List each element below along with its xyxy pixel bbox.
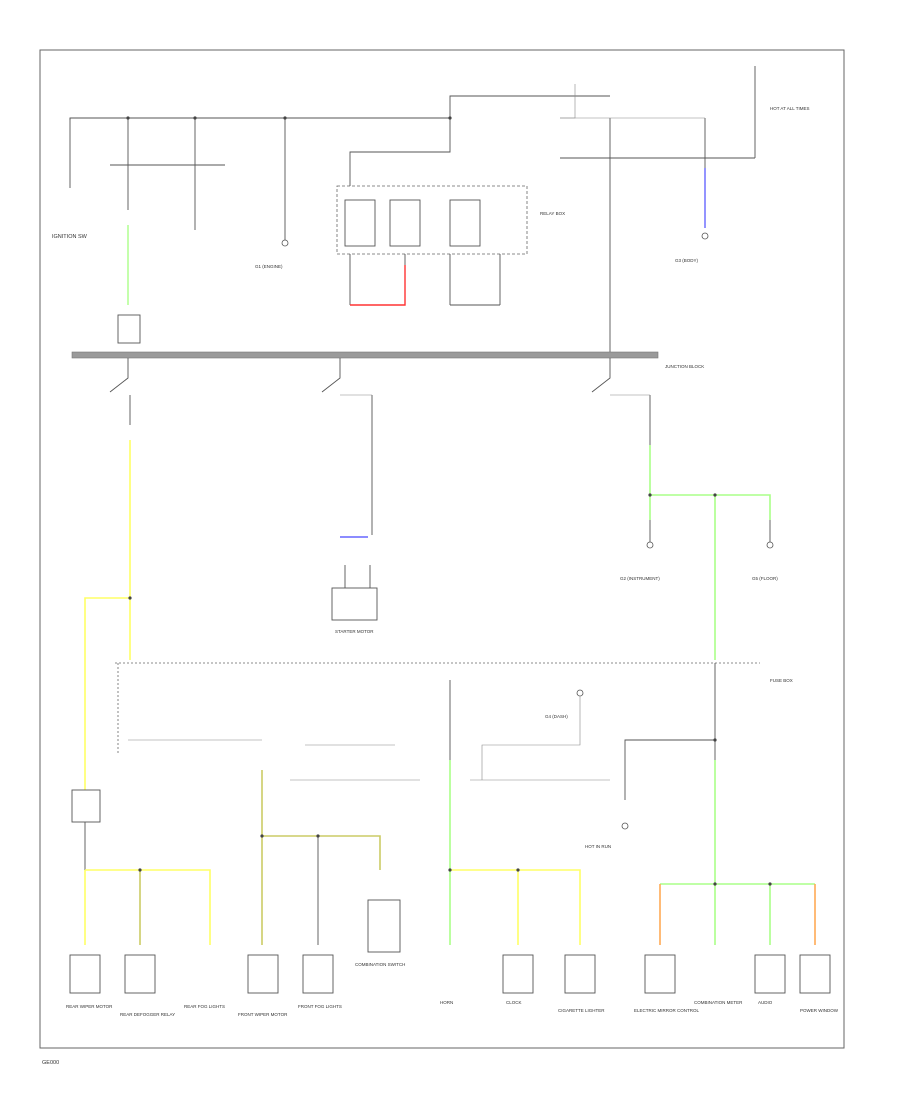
component-c5-label: FRONT FOG LIGHTS — [298, 1004, 342, 1009]
component-c10-label: ELECTRIC MIRROR CONTROL — [634, 1008, 700, 1013]
component-c7-label: HORN — [440, 1000, 453, 1005]
ground-center-low-label: G4 (DASH) — [545, 714, 568, 719]
rear-defogger-relay-box[interactable] — [71, 789, 101, 823]
relay-left-box[interactable] — [117, 314, 141, 344]
component-c1-label: REAR WIPER MOTOR — [66, 1004, 113, 1009]
ignition-sw-label: IGNITION SW — [52, 234, 88, 240]
top-right-feed — [560, 84, 576, 119]
component-c13-box[interactable] — [799, 954, 831, 994]
footer-code: GE000 — [42, 1060, 59, 1066]
relay-box-inner-c — [449, 199, 481, 247]
ground-symbol-right-low — [621, 822, 629, 830]
ground-symbol-right — [701, 232, 709, 240]
ground-symbol-mid-left — [646, 541, 654, 549]
starter-motor-box[interactable] — [331, 587, 378, 621]
component-c4-label: FRONT WIPER MOTOR — [238, 1012, 288, 1017]
combination-switch-box[interactable] — [367, 899, 401, 953]
top-feed-wire — [69, 95, 610, 120]
component-c9-box[interactable] — [564, 954, 596, 994]
diagram-frame — [39, 49, 845, 1049]
main-bus-bar — [71, 351, 659, 359]
starter-label: STARTER MOTOR — [335, 629, 374, 634]
ground-right-label: G3 (BODY) — [675, 258, 699, 263]
component-c10-box[interactable] — [644, 954, 676, 994]
yellow-wire-bottom-left — [85, 869, 211, 945]
component-c3-label: REAR FOG LIGHTS — [184, 1004, 225, 1009]
yellow-wire-left-branch — [84, 597, 130, 790]
component-c12-box[interactable] — [754, 954, 786, 994]
olive-wire-mid-branch — [262, 835, 381, 870]
ignition-switch-right[interactable] — [591, 358, 611, 393]
component-c12-label: AUDIO — [758, 1000, 773, 1005]
component-labels: REAR WIPER MOTOR REAR DEFOGGER RELAY REA… — [66, 962, 839, 1017]
red-wire — [350, 265, 406, 306]
component-c1-box[interactable] — [69, 954, 101, 994]
ground-symbol-center-low — [576, 689, 584, 697]
ground-mid-label: G2 (INSTRUMENT) — [620, 576, 660, 581]
relay-box-label: RELAY BOX — [540, 211, 565, 216]
ground-right-low-label-top: G5 (FLOOR) — [752, 576, 778, 581]
junction-block-label: JUNCTION BLOCK — [665, 364, 704, 369]
ground-right-low-label: HOT IN RUN — [585, 844, 611, 849]
ignition-switch-left[interactable] — [109, 358, 129, 393]
fuse-box-label: FUSE BOX — [770, 678, 793, 683]
component-c11-label: COMBINATION METER — [694, 1000, 743, 1005]
fuse-right-branch — [624, 739, 715, 800]
component-c2-box[interactable] — [124, 954, 156, 994]
component-c4-box[interactable] — [247, 954, 279, 994]
hot-at-all-times-label: HOT AT ALL TIMES — [770, 106, 810, 111]
junction-nodes — [126, 116, 772, 886]
component-c13-label: POWER WINDOW — [800, 1008, 839, 1013]
ignition-switch-mid[interactable] — [321, 358, 341, 393]
component-c8-label: CLOCK — [506, 1000, 522, 1005]
relay-box-inner-b — [389, 199, 421, 247]
ground-center-link — [481, 696, 581, 780]
relay-box-feed — [349, 118, 451, 186]
green-wire-right-branch — [650, 494, 771, 520]
component-row — [69, 954, 831, 994]
ground-left-label: G1 (ENGINE) — [255, 264, 283, 269]
yellow-wire-center-branch — [450, 869, 581, 945]
ground-symbol-mid-top — [281, 239, 289, 247]
relay-box-inner-a — [344, 199, 376, 247]
component-c6-label: COMBINATION SWITCH — [355, 962, 405, 967]
relay-box-outline — [336, 185, 528, 255]
component-c9-label: CIGARETTE LIGHTER — [558, 1008, 605, 1013]
component-c2-label: REAR DEFOGGER RELAY — [120, 1012, 175, 1017]
component-c8-box[interactable] — [502, 954, 534, 994]
component-c5-box[interactable] — [302, 954, 334, 994]
ground-symbol-mid-right — [766, 541, 774, 549]
